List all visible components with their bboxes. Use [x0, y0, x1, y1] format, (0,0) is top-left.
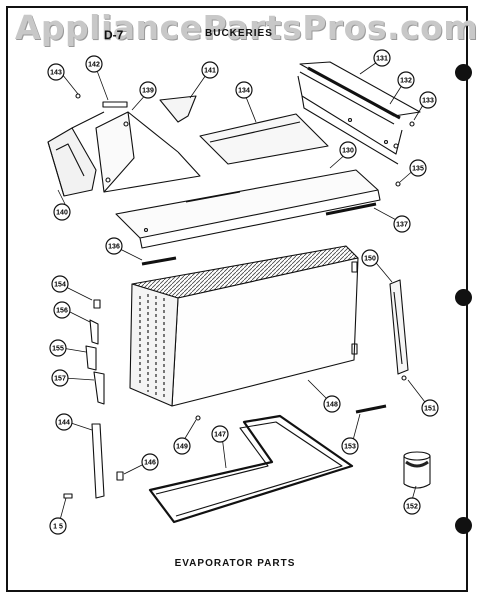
- callout-label: 134: [238, 88, 250, 95]
- callout-132: 132: [397, 71, 415, 89]
- callout-150: 150: [361, 249, 379, 267]
- part-clip-146: [116, 471, 124, 481]
- callout-137: 137: [393, 215, 411, 233]
- callout-label: 141: [204, 68, 216, 75]
- part-tube-157: [93, 371, 105, 405]
- callout-157: 157: [51, 369, 69, 387]
- part-filter-panel: [199, 113, 329, 165]
- callout-label: 137: [396, 222, 408, 229]
- header-page-code: D-7: [104, 28, 124, 42]
- part-coil-support: [389, 279, 409, 375]
- part-sealant-can: [403, 451, 431, 489]
- callout-label: 156: [56, 308, 68, 315]
- callout-136: 136: [105, 237, 123, 255]
- diagram-caption: EVAPORATOR PARTS: [174, 558, 296, 569]
- callout-label: 149: [176, 444, 188, 451]
- header-title: BUCKERIES: [205, 28, 273, 39]
- callout-label: 154: [54, 282, 66, 289]
- part-screw-143: [75, 93, 81, 99]
- callout-label: 136: [108, 244, 120, 251]
- part-gasket-frame: [148, 414, 354, 524]
- callout-154: 154: [51, 275, 69, 293]
- callout-label: 146: [144, 460, 156, 467]
- part-screw-149: [195, 415, 201, 421]
- callout-135: 135: [409, 159, 427, 177]
- callout-139: 139: [139, 81, 157, 99]
- callout-153: 153: [341, 437, 359, 455]
- part-baffle: [159, 95, 197, 123]
- callout-label: 139: [142, 88, 154, 95]
- watermark-text: AppliancePartsPros.com: [14, 8, 479, 47]
- part-screw-135: [395, 181, 401, 187]
- callout-label: 144: [58, 420, 70, 427]
- part-top-rail: [307, 66, 401, 120]
- part-screw-145: [63, 493, 73, 499]
- callout-145: 1 5: [49, 517, 67, 535]
- callout-152: 152: [403, 497, 421, 515]
- callout-147: 147: [211, 425, 229, 443]
- callout-label: 131: [376, 56, 388, 63]
- callout-141: 141: [201, 61, 219, 79]
- callout-label: 150: [364, 256, 376, 263]
- part-screw-151: [401, 375, 407, 381]
- callout-149: 149: [173, 437, 191, 455]
- callout-146: 146: [141, 453, 159, 471]
- binder-hole-bottom: [455, 517, 472, 534]
- part-small-bar: [102, 101, 128, 108]
- callout-label: 135: [412, 166, 424, 173]
- callout-156: 156: [53, 301, 71, 319]
- callout-label: 153: [344, 444, 356, 451]
- callout-131: 131: [373, 49, 391, 67]
- callout-label: 147: [214, 432, 226, 439]
- callout-label: 132: [400, 78, 412, 85]
- callout-label: 1 5: [53, 524, 63, 531]
- callout-label: 143: [50, 70, 62, 77]
- part-clip-154: [93, 299, 101, 309]
- callout-151: 151: [421, 399, 439, 417]
- callout-134: 134: [235, 81, 253, 99]
- callout-label: 155: [52, 346, 64, 353]
- callout-label: 151: [424, 406, 436, 413]
- part-strip-153: [355, 404, 387, 414]
- binder-hole-top: [455, 64, 472, 81]
- callout-133: 133: [419, 91, 437, 109]
- binder-hole-middle: [455, 289, 472, 306]
- callout-label: 142: [88, 62, 100, 69]
- callout-143: 143: [47, 63, 65, 81]
- callout-bubbles: 143 142 139 141 134 131 132 133 130 135 140 137 136 1…: [47, 49, 439, 535]
- callout-label: 152: [406, 504, 418, 511]
- callout-144: 144: [55, 413, 73, 431]
- part-tube-155: [85, 345, 97, 371]
- part-strip-small: [141, 256, 177, 266]
- callout-140: 140: [53, 203, 71, 221]
- part-strip: [325, 202, 377, 216]
- part-drain-tube-144: [91, 423, 105, 499]
- callout-130: 130: [339, 141, 357, 159]
- part-side-panel-left: [47, 111, 105, 197]
- callout-label: 140: [56, 210, 68, 217]
- callout-142: 142: [85, 55, 103, 73]
- callout-148: 148: [323, 395, 341, 413]
- part-side-bracket: [95, 111, 201, 193]
- callout-label: 133: [422, 98, 434, 105]
- part-evaporator-coil: [129, 245, 359, 407]
- part-tube-156: [89, 319, 99, 345]
- callout-label: 148: [326, 402, 338, 409]
- part-drain-pan: [115, 169, 381, 249]
- callout-label: 130: [342, 148, 354, 155]
- callout-label: 157: [54, 376, 66, 383]
- callout-155: 155: [49, 339, 67, 357]
- part-screw-133: [409, 121, 415, 127]
